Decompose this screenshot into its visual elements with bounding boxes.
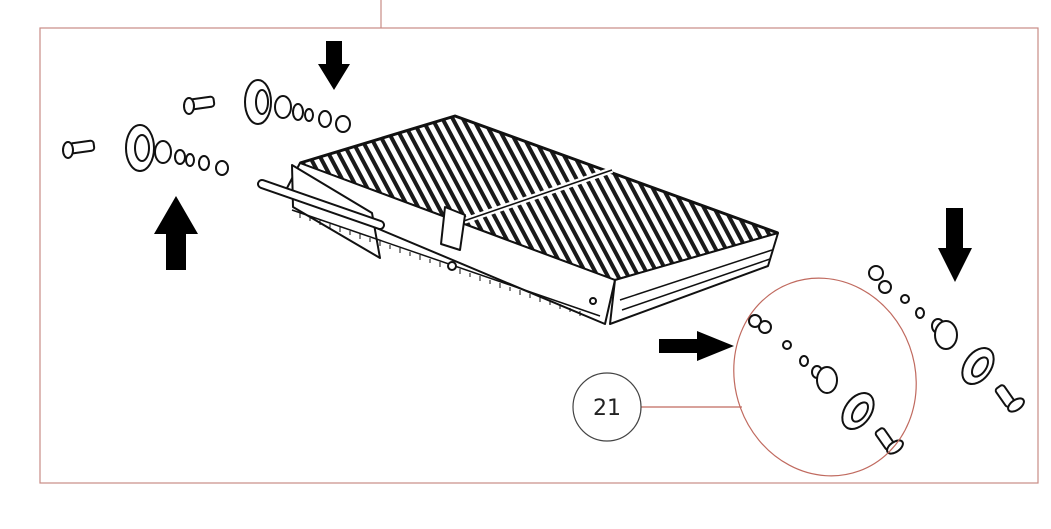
bolt-part xyxy=(183,95,216,115)
roller-wheel-part xyxy=(868,265,995,386)
roller-wheel-part xyxy=(748,314,875,431)
callout-bubble xyxy=(572,372,642,442)
arrow-down-icon xyxy=(318,41,350,90)
bolt-part xyxy=(994,384,1025,413)
roller-wheel-part xyxy=(125,124,229,176)
diagram-frame xyxy=(39,0,1039,484)
arrow-up-icon xyxy=(154,196,198,270)
callout-marker: 21 xyxy=(572,277,917,477)
roller-hardware-group-left xyxy=(62,79,351,176)
ruler-scale xyxy=(291,209,601,317)
callout-parts-group xyxy=(748,314,904,455)
arrow-right-icon xyxy=(659,331,734,361)
callout-ellipse xyxy=(733,277,917,477)
bolt-part xyxy=(874,427,904,455)
bolt-part xyxy=(62,139,96,159)
arrow-down-icon xyxy=(938,208,972,282)
roller-hardware-group-right xyxy=(868,265,1025,413)
sliding-table xyxy=(257,114,779,325)
callout-number: 21 xyxy=(593,396,621,421)
roller-wheel-part xyxy=(244,79,351,133)
table-right-end xyxy=(609,232,779,325)
